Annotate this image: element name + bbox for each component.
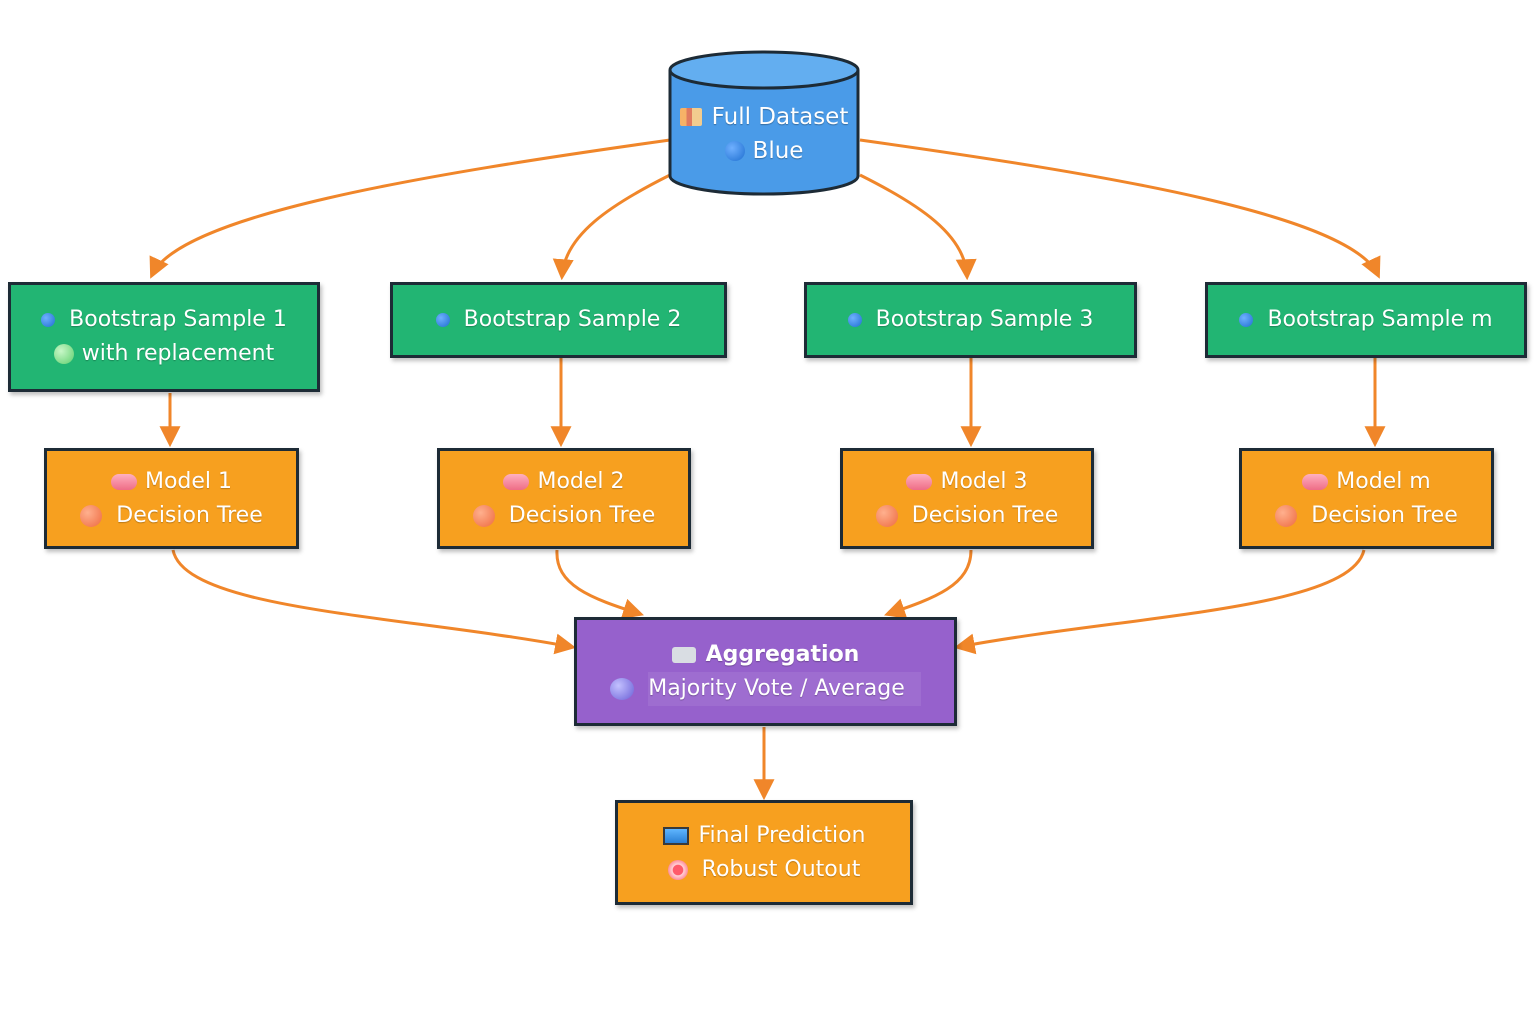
edge-model-m-aggregation [953, 549, 1366, 655]
sample-m-title-line: Bootstrap Sample m [1239, 303, 1493, 337]
model-3-label: Model 3 [940, 468, 1028, 494]
model-2: Model 2 Decision Tree [437, 448, 691, 549]
sample-2-title-line: Bootstrap Sample 2 [435, 303, 682, 337]
model-m-label: Model m [1336, 468, 1431, 494]
sample-3-label: Bootstrap Sample 3 [875, 307, 1094, 332]
model-2-type: Decision Tree [508, 502, 656, 528]
database-chart-icon [679, 108, 702, 126]
edge-dataset-sample-1 [149, 138, 671, 279]
model-2-title-line: Model 2 [503, 465, 625, 499]
model-1-label: Model 1 [144, 468, 233, 494]
final-prediction-node: Final Prediction Robust Outout [615, 800, 913, 905]
blue-dot-icon [41, 313, 56, 327]
aggregation-title-line: Aggregation [671, 638, 860, 672]
sample-1-note: with replacement [81, 341, 275, 366]
target-icon [667, 859, 688, 880]
final-title: Final Prediction [698, 822, 866, 848]
edge-model-2-aggregation [555, 549, 645, 619]
pink-pill-icon [503, 473, 530, 490]
dataset-subtitle: Blue [752, 138, 804, 164]
sample-1-label: Bootstrap Sample 1 [69, 307, 287, 332]
model-m: Model m Decision Tree [1239, 448, 1494, 549]
bootstrap-sample-1: Bootstrap Sample 1 with replacement [8, 282, 320, 392]
aggregation-title: Aggregation [705, 641, 860, 667]
bootstrap-sample-m: Bootstrap Sample m [1205, 282, 1527, 358]
sample-1-note-line: with replacement [53, 337, 275, 371]
model-1-type: Decision Tree [116, 502, 263, 528]
sample-m-label: Bootstrap Sample m [1267, 307, 1493, 332]
model-2-type-line: Decision Tree [472, 499, 656, 533]
dataset-title-line: Full Dataset [679, 100, 849, 134]
edge-dataset-sample-3 [859, 173, 977, 281]
edge-model-3-aggregation [884, 549, 973, 619]
model-m-title-line: Model m [1302, 465, 1431, 499]
sample-2-label: Bootstrap Sample 2 [463, 307, 682, 332]
blue-dot-icon [435, 313, 450, 327]
blue-dot-icon [1239, 313, 1254, 327]
puzzle-icon [671, 646, 696, 663]
monitor-icon [662, 826, 689, 845]
coral-circle-icon [1275, 504, 1298, 527]
aggregation-method-line: Majority Vote / Average [610, 671, 921, 706]
dataset-title: Full Dataset [711, 104, 849, 130]
aggregation-node: Aggregation Majority Vote / Average [574, 617, 957, 726]
dataset-subtitle-line: Blue [724, 134, 804, 168]
bootstrap-sample-3: Bootstrap Sample 3 [804, 282, 1137, 358]
model-1-type-line: Decision Tree [80, 499, 263, 533]
sample-1-title-line: Bootstrap Sample 1 [41, 303, 287, 337]
green-circle-icon [53, 344, 74, 364]
model-m-type-line: Decision Tree [1275, 499, 1458, 533]
sample-3-title-line: Bootstrap Sample 3 [847, 303, 1094, 337]
final-title-line: Final Prediction [662, 819, 866, 853]
bootstrap-sample-2: Bootstrap Sample 2 [390, 282, 727, 358]
edge-dataset-sample-m [859, 138, 1381, 279]
pink-pill-icon [906, 473, 933, 490]
final-note-line: Robust Outout [667, 853, 861, 887]
model-1-title-line: Model 1 [110, 465, 233, 499]
model-2-label: Model 2 [537, 468, 625, 494]
edge-model-1-aggregation [171, 549, 577, 655]
dataset-label: Full Dataset Blue [670, 100, 858, 168]
model-3-type: Decision Tree [911, 502, 1059, 528]
coral-circle-icon [472, 504, 495, 527]
dataset-cylinder [668, 50, 860, 196]
lavender-circle-icon [610, 677, 635, 700]
aggregation-method: Majority Vote / Average [648, 671, 921, 706]
model-3-type-line: Decision Tree [875, 499, 1059, 533]
coral-circle-icon [80, 504, 103, 527]
model-3-title-line: Model 3 [906, 465, 1028, 499]
edge-dataset-sample-2 [552, 173, 671, 281]
model-m-type: Decision Tree [1311, 502, 1458, 528]
pink-pill-icon [110, 473, 137, 490]
blue-dot-icon [847, 313, 862, 327]
coral-circle-icon [875, 504, 898, 527]
pink-pill-icon [1302, 473, 1329, 490]
blue-circle-icon [724, 141, 745, 161]
model-1: Model 1 Decision Tree [44, 448, 299, 549]
final-note: Robust Outout [701, 856, 861, 882]
model-3: Model 3 Decision Tree [840, 448, 1094, 549]
